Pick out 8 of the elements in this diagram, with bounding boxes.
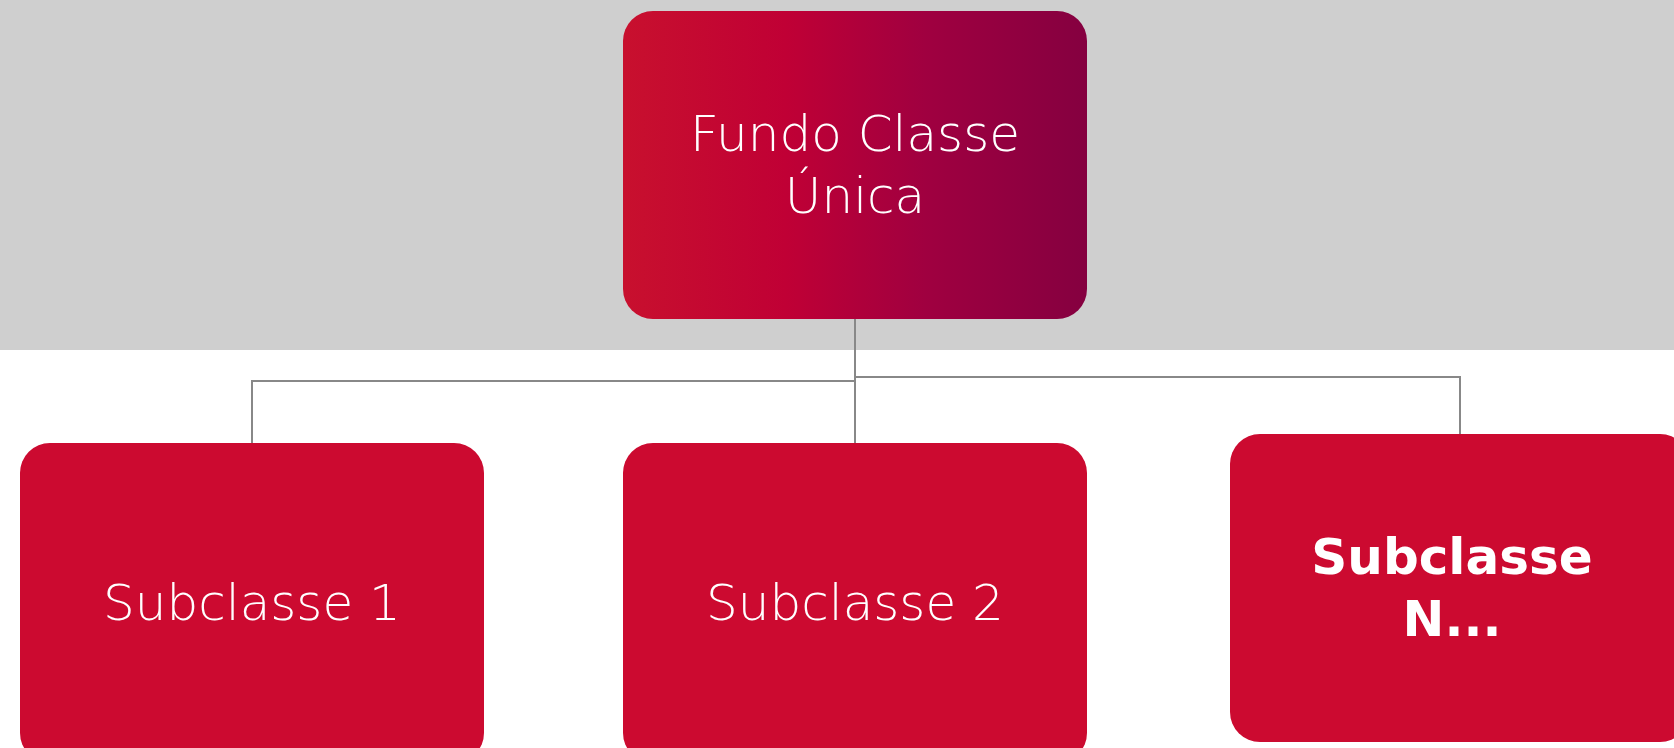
class-box bbox=[623, 11, 1087, 319]
box-label: Subclasse N... bbox=[1310, 526, 1594, 650]
box-label: Subclasse 2 bbox=[706, 572, 1004, 634]
class-box bbox=[20, 443, 484, 748]
class-box bbox=[1230, 434, 1674, 742]
box-label: Subclasse 1 bbox=[103, 572, 401, 634]
box-label: Fundo Classe Única bbox=[689, 103, 1021, 227]
class-box bbox=[623, 443, 1087, 748]
